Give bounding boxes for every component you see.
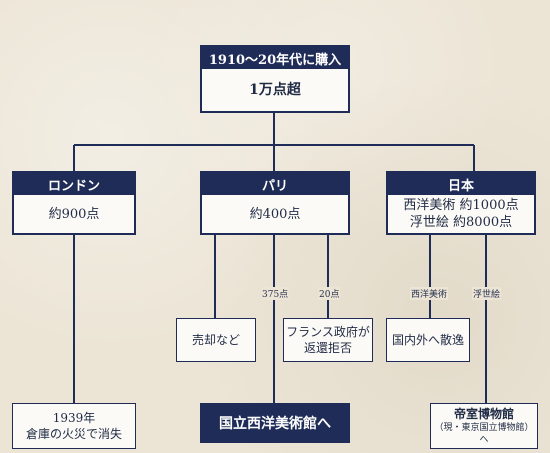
japan-dispersed-text: 国内外へ散逸 (391, 333, 464, 347)
branch-label-375: 375点 (261, 287, 290, 300)
japan-dispersed-box: 国内外へ散逸 (386, 318, 470, 362)
imperial-museum-name: 帝室博物館 (453, 407, 514, 421)
paris-refused-line1: フランス政府が (286, 325, 370, 339)
imperial-museum-box: 帝室博物館 （現・東京国立博物館）へ (430, 403, 538, 449)
london-count: 約900点 (48, 206, 100, 222)
japan-header: 日本 (388, 173, 534, 195)
london-fire-year: 1939年 (52, 411, 96, 425)
paris-sold-text: 売却など (191, 333, 240, 347)
national-museum-text: 国立西洋美術館へ (219, 416, 331, 432)
london-fire-box: 1939年 倉庫の火災で消失 (12, 403, 136, 449)
paris-count: 約400点 (249, 206, 301, 222)
root-box: 1910～20年代に購入 1万点超 (200, 45, 350, 113)
london-fire-text: 倉庫の火災で消失 (25, 427, 122, 441)
paris-refused-box: フランス政府が 返還拒否 (283, 318, 373, 362)
paris-box: パリ 約400点 (200, 171, 350, 235)
paris-refused-line2: 返還拒否 (303, 341, 352, 355)
root-total: 1万点超 (249, 81, 301, 98)
imperial-museum-note: （現・東京国立博物館）へ (434, 423, 534, 445)
japan-ukiyoe-count: 浮世絵 約8000点 (409, 215, 513, 230)
paris-header: パリ (202, 173, 348, 195)
branch-label-ukiyoe: 浮世絵 (472, 287, 502, 300)
london-header: ロンドン (14, 173, 134, 195)
national-museum-box: 国立西洋美術館へ (200, 403, 350, 443)
branch-label-20: 20点 (318, 287, 341, 300)
paris-sold-box: 売却など (176, 318, 256, 362)
root-header: 1910～20年代に購入 (202, 47, 348, 69)
japan-box: 日本 西洋美術 約1000点 浮世絵 約8000点 (386, 171, 536, 235)
london-box: ロンドン 約900点 (12, 171, 136, 235)
japan-western-count: 西洋美術 約1000点 (403, 198, 519, 213)
branch-label-western: 西洋美術 (410, 287, 449, 300)
